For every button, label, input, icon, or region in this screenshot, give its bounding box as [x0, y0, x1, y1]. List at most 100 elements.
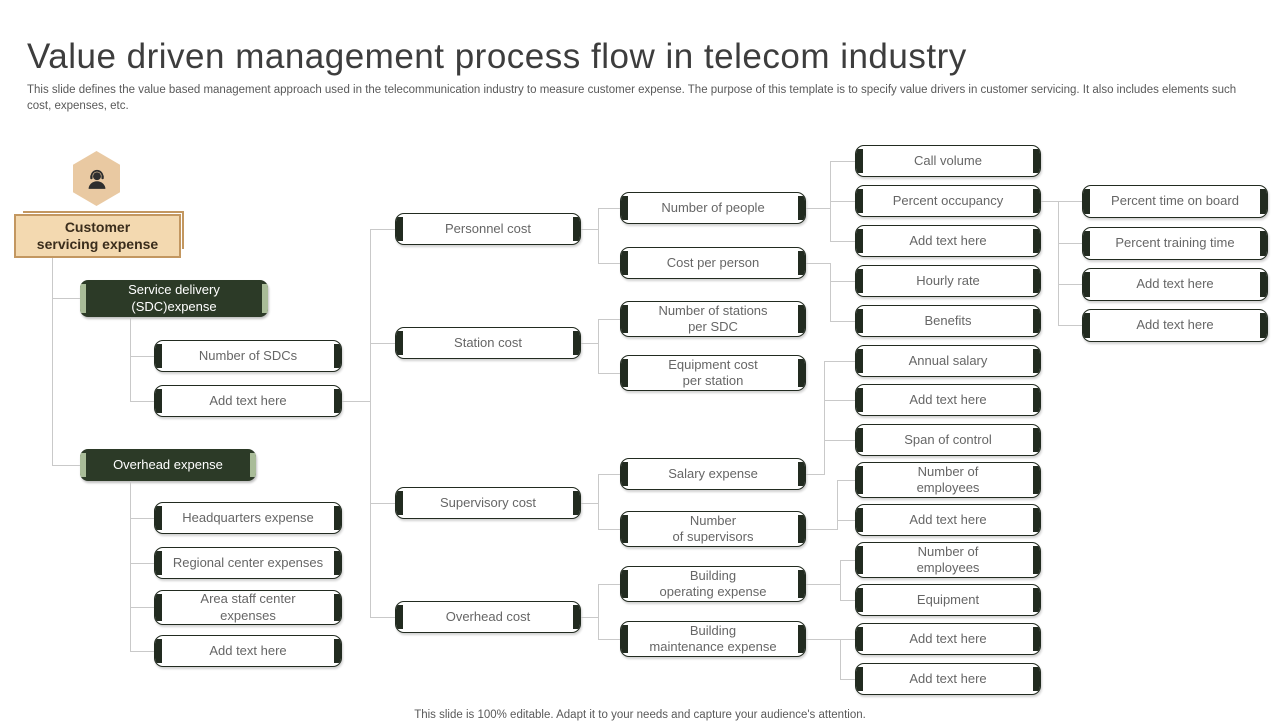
node-add-text-here: Add text here [1082, 309, 1268, 342]
customer-support-person-icon [88, 169, 105, 189]
hexagon-badge [73, 151, 120, 206]
connector-line [830, 161, 855, 162]
node-customer-servicing-expense: Customer servicing expense [14, 211, 184, 258]
connector-line [824, 400, 855, 401]
slide-subtitle: This slide defines the value based manag… [27, 83, 1237, 113]
connector-line [370, 343, 395, 344]
connector-line [806, 529, 837, 530]
page-title: Value driven management process flow in … [27, 37, 967, 77]
node-label: Area staff center expenses [200, 591, 296, 623]
node-label: Equipment cost per station [668, 356, 758, 388]
node-span-of-control: Span of control [855, 424, 1041, 456]
connector-line [581, 617, 598, 618]
node-add-text-here: Add text here [855, 225, 1041, 257]
node-label: Number of employees [916, 463, 980, 495]
connector-line [52, 298, 80, 299]
node-label: Add text here [1136, 276, 1214, 292]
node-label: Equipment [916, 591, 980, 607]
connector-line [598, 584, 620, 585]
connector-line [806, 208, 830, 209]
connector-line [840, 639, 841, 680]
node-building-maintenance-expense: Building maintenance expense [620, 621, 806, 657]
connector-line [824, 440, 855, 441]
node-annual-salary: Annual salary [855, 345, 1041, 377]
connector-line [806, 263, 830, 264]
node-benefits: Benefits [855, 305, 1041, 337]
node-label: Call volume [914, 152, 982, 168]
node-cost-per-person: Cost per person [620, 247, 806, 279]
node-add-text-here: Add text here [855, 623, 1041, 655]
node-label: Add text here [909, 391, 987, 407]
node-call-volume: Call volume [855, 145, 1041, 177]
node-overhead-expense: Overhead expense [80, 449, 256, 481]
node-label: Add text here [909, 511, 987, 527]
connector-line [840, 560, 855, 561]
node-label: Personnel cost [445, 220, 531, 236]
node-number-of-people: Number of people [620, 192, 806, 224]
connector-line [1058, 201, 1082, 202]
node-label: Number of employees [916, 543, 980, 575]
connector-line [598, 529, 620, 530]
connector-line [130, 607, 154, 608]
node-regional-center-expenses: Regional center expenses [154, 547, 342, 579]
connector-line [598, 208, 620, 209]
node-label: Service delivery (SDC)expense [128, 282, 220, 314]
connector-line [130, 356, 154, 357]
node-overhead-cost: Overhead cost [395, 601, 581, 633]
node-label: Span of control [904, 431, 992, 447]
node-label: Overhead expense [113, 456, 223, 472]
connector-line [806, 584, 840, 585]
connector-line [598, 319, 599, 374]
node-label: Add text here [909, 630, 987, 646]
connector-line [581, 343, 598, 344]
node-label: Add text here [909, 670, 987, 686]
node-label: Annual salary [908, 352, 988, 368]
connector-line [830, 201, 855, 202]
connector-line [130, 317, 131, 402]
node-label: Supervisory cost [439, 494, 537, 510]
connector-line [840, 600, 855, 601]
node-label: Percent time on board [1111, 193, 1239, 209]
connector-line [581, 503, 598, 504]
connector-line [830, 241, 855, 242]
connector-line [824, 361, 855, 362]
node-area-staff-center-expenses: Area staff center expenses [154, 590, 342, 625]
node-label: Building maintenance expense [649, 622, 777, 654]
connector-line [837, 480, 838, 530]
connector-line [598, 474, 599, 530]
node-label: Percent training time [1115, 235, 1235, 251]
node-label: Add text here [209, 392, 287, 408]
connector-line [598, 584, 599, 640]
connector-line [598, 319, 620, 320]
connector-line [598, 639, 620, 640]
connector-line [130, 563, 154, 564]
node-label: Number of stations per SDC [658, 302, 768, 334]
connector-line [840, 560, 841, 601]
node-label: Headquarters expense [182, 509, 314, 525]
connector-line [370, 229, 371, 618]
node-label: Salary expense [668, 465, 758, 481]
node-salary-expense: Salary expense [620, 458, 806, 490]
node-supervisory-cost: Supervisory cost [395, 487, 581, 519]
node-headquarters-expense: Headquarters expense [154, 502, 342, 534]
connector-line [824, 361, 825, 475]
connector-line [130, 651, 154, 652]
connector-line [598, 208, 599, 264]
node-equipment-cost-per-station: Equipment cost per station [620, 355, 806, 391]
connector-line [830, 263, 831, 321]
connector-line [130, 401, 154, 402]
node-percent-time-on-board: Percent time on board [1082, 185, 1268, 218]
connector-line [1058, 325, 1082, 326]
node-label: Number of SDCs [198, 347, 298, 363]
node-label: Add text here [909, 232, 987, 248]
connector-line [830, 321, 855, 322]
connector-line [370, 229, 395, 230]
connector-line [806, 474, 824, 475]
node-label: Benefits [924, 312, 972, 328]
editable-note: This slide is 100% editable. Adapt it to… [414, 708, 866, 721]
node-label: Regional center expenses [172, 554, 324, 570]
node-building-operating-expense: Building operating expense [620, 566, 806, 602]
node-label: Station cost [454, 334, 522, 350]
node-number-of-stations-per-sdc: Number of stations per SDC [620, 301, 806, 337]
